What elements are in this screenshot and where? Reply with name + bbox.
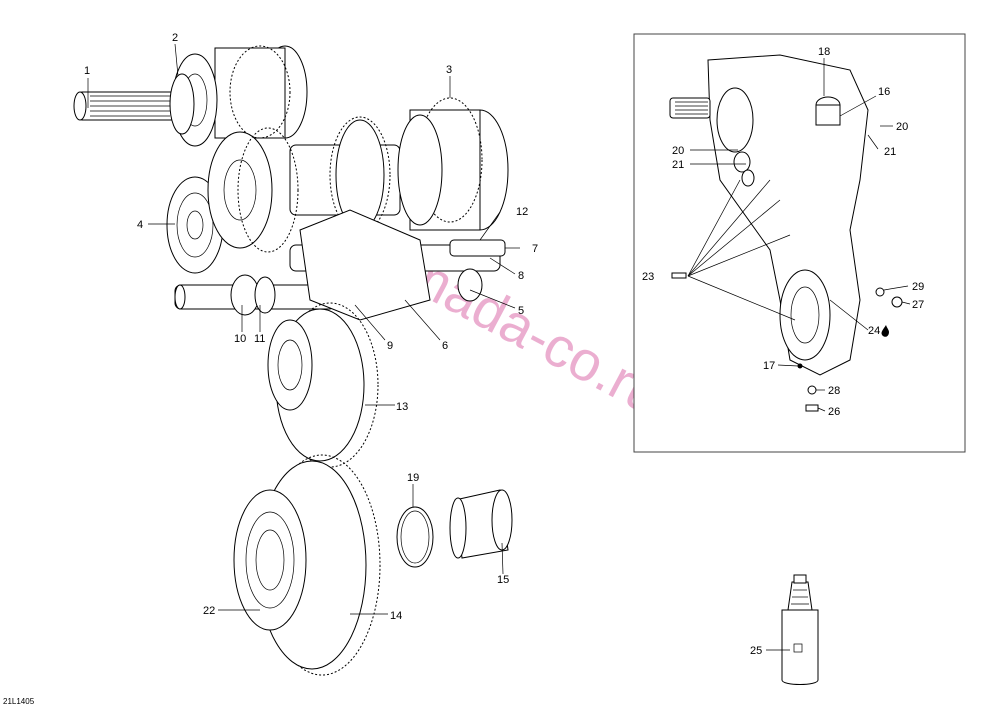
callout-1: 1 [84,65,90,77]
sleeve-bushing [449,489,513,559]
callout-20-right: 20 [896,121,908,133]
callout-13: 13 [396,401,408,413]
callout-11: 11 [254,333,265,345]
callout-16: 16 [878,86,890,98]
callout-24: 24 [868,325,880,337]
callout-10: 10 [234,333,246,345]
callout-21-right: 21 [884,146,896,158]
intermediate-gear [267,302,379,468]
countershaft-bearing [166,127,299,274]
callout-21-left: 21 [672,159,684,171]
callout-7: 7 [532,243,538,255]
housing-detail-view [633,33,966,453]
callout-14: 14 [390,610,402,622]
callout-5: 5 [518,305,524,317]
callout-23: 23 [642,271,654,283]
output-gear [233,454,381,676]
sealant-tube [766,574,819,685]
upper-gear-cluster [289,97,509,234]
callout-29: 29 [912,281,924,293]
callout-6: 6 [442,340,448,352]
callout-20-left: 20 [672,145,684,157]
callout-12: 12 [516,206,528,218]
callout-22: 22 [203,605,215,617]
callout-25: 25 [750,645,762,657]
callout-26: 26 [828,406,840,418]
callout-27: 27 [912,299,924,311]
callout-8: 8 [518,270,524,282]
callout-19: 19 [407,472,419,484]
oil-drop-icon [881,325,889,337]
callout-4: 4 [137,219,143,231]
callout-18: 18 [818,46,830,58]
input-shaft [73,91,179,121]
o-ring [396,506,434,568]
callout-17: 17 [763,360,775,372]
figure-id: 21L1405 [3,697,35,706]
callout-28: 28 [828,385,840,397]
callout-3: 3 [446,64,452,76]
shift-shaft-assembly [174,209,506,321]
callout-15: 15 [497,574,509,586]
callout-9: 9 [387,340,393,352]
callout-2: 2 [172,32,178,44]
gearbox-exploded-view [73,43,520,676]
input-gear-bearing [169,45,308,147]
